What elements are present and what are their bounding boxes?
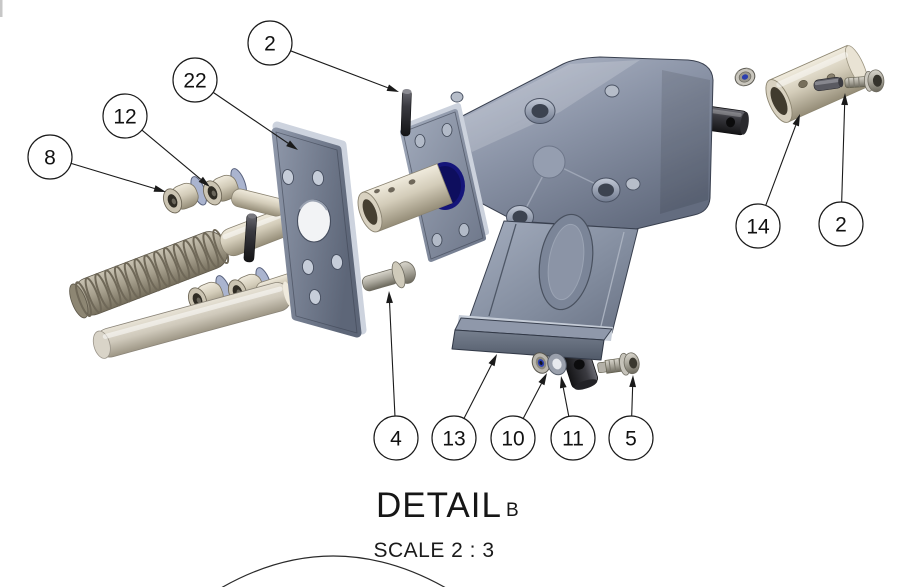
coupler-sleeve-part [357, 163, 453, 233]
bearing-upper-left [162, 176, 207, 214]
neck-recess [538, 213, 594, 311]
locknut-part [531, 352, 551, 374]
balloon-10: 10 [490, 373, 547, 461]
balloon-circle [490, 415, 536, 461]
balloon-arrowhead [198, 176, 210, 187]
balloon-8: 8 [27, 134, 166, 192]
pan-head-screw-part [361, 261, 416, 292]
detail-suffix: B [506, 500, 519, 521]
balloon-leader-line [389, 302, 396, 417]
balloon-label: 2 [264, 33, 276, 56]
balloon-2: 2 [247, 20, 399, 92]
cross-pin-part [243, 213, 258, 263]
balloon-label: 22 [183, 70, 206, 93]
balloon-arrowhead [792, 114, 800, 127]
balloon-label: 5 [625, 428, 637, 451]
balloon-label: 13 [442, 428, 465, 451]
balloon-leader-line [70, 162, 155, 190]
balloon-circle [608, 415, 654, 461]
balloon-arrowhead [538, 373, 547, 386]
balloon-4: 4 [373, 291, 419, 461]
hex-locknut-part [734, 67, 756, 87]
center-boss [532, 145, 566, 179]
balloon-13: 13 [431, 354, 497, 461]
balloon-11: 11 [550, 376, 596, 461]
spacer-washer-part [547, 352, 567, 376]
balloon-arrowhead [386, 84, 399, 92]
balloon-leader-line [631, 386, 634, 417]
balloon-leader-line [765, 125, 797, 206]
balloon-circle [102, 93, 148, 139]
balloon-2: 2 [818, 93, 864, 247]
balloon-leader-line [522, 383, 542, 419]
balloon-22: 22 [172, 57, 298, 150]
sheet-edge-tick [0, 0, 3, 17]
balloon-arrowhead [286, 140, 298, 150]
dowel-pin-part [400, 88, 412, 137]
housing-body [444, 56, 714, 230]
balloon-leader-line [841, 104, 846, 203]
balloon-arrowhead [559, 376, 567, 389]
balloon-leader-line [212, 91, 289, 144]
housing-bottom-flange [451, 315, 613, 361]
tube-shaft-part [92, 281, 294, 359]
coupler-pin-part [813, 77, 844, 92]
coupler-screw-part [844, 69, 885, 93]
balloon-5: 5 [608, 375, 654, 461]
balloon-label: 10 [501, 428, 524, 451]
balloon-leader-line [141, 129, 202, 180]
balloon-label: 2 [835, 214, 847, 237]
balloon-arrowhead [386, 291, 393, 304]
balloon-circle [172, 57, 218, 103]
socket-bolt-part [597, 352, 640, 376]
balloon-circle [818, 201, 864, 247]
detail-title: DETAIL [376, 486, 502, 525]
balloon-leader-line [562, 387, 570, 417]
balloon-arrowhead [841, 93, 849, 106]
balloon-circle [431, 415, 477, 461]
worm-threads [74, 228, 230, 318]
balloon-12: 12 [102, 93, 210, 187]
balloon-arrowhead [488, 354, 497, 367]
detail-boundary-arc [221, 555, 446, 587]
balloon-label: 12 [113, 106, 136, 129]
balloon-label: 14 [746, 216, 770, 239]
balloon-label: 8 [44, 147, 56, 170]
balloon-circle [550, 415, 596, 461]
gearbox-housing-part [400, 56, 749, 390]
balloon-circle [735, 203, 781, 249]
balloon-arrowhead [629, 375, 637, 388]
balloon-leader-line [463, 364, 493, 419]
balloon-label: 11 [562, 428, 584, 451]
balloon-14: 14 [735, 114, 800, 249]
balloon-arrowhead [153, 185, 166, 192]
mounting-plate-part [271, 121, 367, 338]
balloon-circle [27, 134, 73, 180]
balloon-circle [373, 415, 419, 461]
balloon-circle [247, 20, 293, 66]
balloon-leader-line [290, 50, 388, 89]
scale-label: SCALE 2 : 3 [373, 539, 494, 562]
balloon-label: 4 [390, 428, 402, 451]
